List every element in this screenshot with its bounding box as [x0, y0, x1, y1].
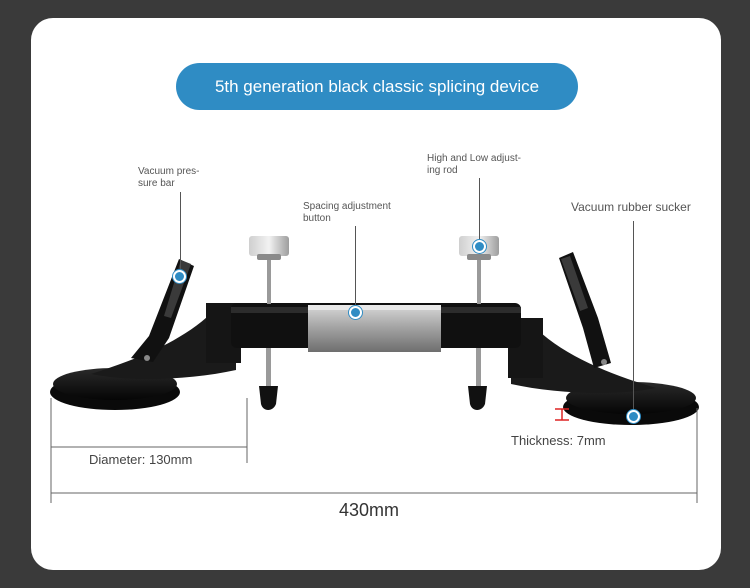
rod-callout-line [479, 178, 480, 245]
spacing-adjustment-label: Spacing adjustment button [303, 201, 391, 224]
spacing-callout-line [355, 226, 356, 309]
lever-callout-line [180, 192, 181, 271]
rod-marker-dot [473, 240, 486, 253]
diameter-dimension-line [50, 398, 248, 503]
sucker-marker-dot [627, 410, 640, 423]
high-low-rod-label: High and Low adjust- ing rod [427, 153, 521, 176]
length-dimension-line [51, 408, 698, 503]
left-adjusting-rod [249, 236, 289, 410]
right-suction-cup [508, 318, 699, 425]
left-suction-cup [50, 303, 241, 410]
spacing-marker-dot [349, 306, 362, 319]
right-vacuum-lever [559, 252, 611, 368]
thickness-label: Thickness: 7mm [511, 433, 606, 448]
product-card: 5th generation black classic splicing de… [31, 18, 721, 570]
title-banner: 5th generation black classic splicing de… [176, 63, 578, 110]
length-label: 430mm [339, 500, 400, 520]
vacuum-rubber-sucker-label: Vacuum rubber sucker [571, 200, 691, 214]
diameter-label: Diameter: 130mm [89, 452, 193, 467]
thickness-marker [555, 408, 569, 421]
lever-marker-dot [173, 270, 186, 283]
splicing-device-illustration [50, 236, 699, 503]
vacuum-pressure-bar-label: Vacuum pres- sure bar [138, 166, 200, 189]
sucker-callout-line [633, 221, 634, 413]
spacing-adjustment-tube [308, 305, 441, 352]
